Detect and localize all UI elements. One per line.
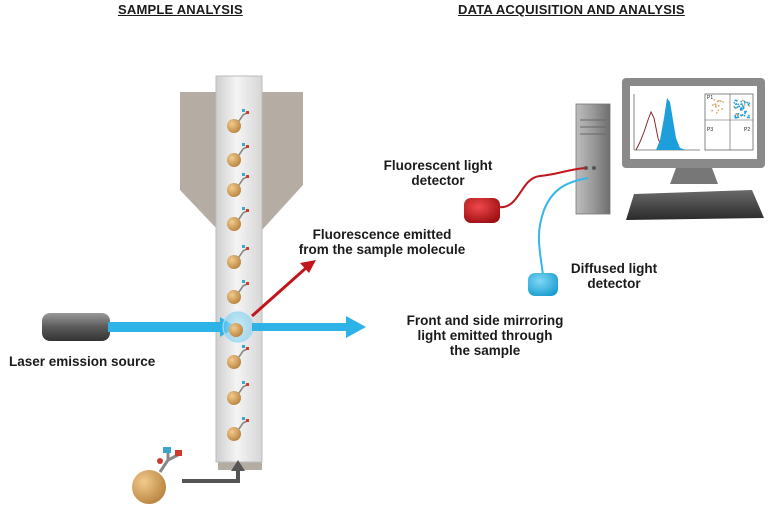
tube-cell (227, 143, 249, 167)
scatter-dot (719, 100, 722, 103)
scatter-dot (717, 109, 720, 112)
scatter-dot (742, 107, 745, 110)
tube-cell (227, 245, 249, 269)
diffused-detector-cable (537, 177, 589, 276)
scatter-dot (735, 116, 738, 119)
tube-cell (227, 280, 249, 304)
computer-monitor (622, 78, 765, 184)
forward-scatter-arrow (252, 316, 366, 338)
histogram-plot (633, 94, 700, 151)
scatter-dot (735, 99, 738, 102)
scatter-dot (736, 114, 739, 116)
diffused-light-detector (528, 273, 558, 296)
scatter-dot (716, 100, 719, 103)
scatter-dot (744, 111, 747, 114)
scatter-dot (744, 101, 747, 104)
fluorescent-light-detector (464, 198, 500, 223)
keyboard (626, 190, 764, 220)
tube-cell (227, 207, 249, 231)
laser-emission-label: Laser emission source (9, 354, 156, 369)
scatter-dot (743, 114, 746, 117)
scatter-dot (740, 103, 743, 106)
scatter-dot (743, 104, 746, 106)
scatter-dot (737, 116, 740, 119)
scatter-dot (741, 99, 744, 102)
scatter-dot (746, 116, 749, 119)
scatter-dot (734, 116, 737, 119)
tube-cell (227, 381, 249, 405)
sample-injection-arrow (182, 470, 240, 483)
plot-label-p2: P2 (744, 127, 751, 133)
plot-label-p1: P1 (707, 95, 714, 101)
scatter-dot (743, 100, 746, 103)
laser-source (42, 313, 110, 341)
dot-plot (704, 93, 754, 151)
scatter-dot (741, 105, 744, 107)
fluorescent-detector-label: Fluorescent light detector (383, 158, 493, 188)
scatter-dot (736, 106, 739, 108)
scatter-dot (713, 99, 716, 101)
cells-in-tube (227, 109, 249, 441)
laser-beam (108, 317, 236, 337)
scatter-dot (737, 103, 740, 106)
scatter-dot (711, 104, 714, 106)
scatter-dot (715, 105, 717, 108)
scatter-dot (714, 104, 717, 106)
scatter-dot (735, 113, 737, 116)
scatter-dot (722, 101, 724, 103)
scatter-dot (733, 101, 736, 104)
sample-cell-with-antibody (132, 447, 182, 504)
scatter-dot (747, 103, 750, 106)
fluorescence-arrow (251, 266, 307, 318)
scatter-dot (711, 109, 714, 112)
tube-cell (227, 173, 249, 197)
scatter-dot (748, 116, 750, 119)
front-side-light-label: Front and side mirroring light emitted t… (406, 313, 564, 358)
scatter-dot (748, 102, 751, 105)
data-acquisition-heading: DATA ACQUISITION AND ANALYSIS (458, 2, 685, 17)
scatter-dot (738, 105, 741, 108)
diffused-detector-label: Diffused light detector (570, 261, 658, 291)
tube-cell (227, 345, 249, 369)
sample-analysis-heading: SAMPLE ANALYSIS (118, 2, 243, 17)
scatter-dot (740, 107, 743, 109)
scatter-dot (747, 114, 750, 117)
plot-label-p3: P3 (707, 127, 714, 133)
scatter-dot (740, 100, 743, 103)
scatter-dot (733, 105, 736, 108)
computer-tower (575, 103, 611, 215)
scatter-dot (746, 101, 749, 104)
fluorescence-emitted-label: Fluorescence emitted from the sample mol… (298, 227, 466, 257)
scatter-dot (741, 114, 744, 116)
fluorescent-detector-cable (497, 167, 586, 209)
tube-cell (227, 417, 249, 441)
scatter-dot (734, 99, 737, 102)
scatter-dot (735, 103, 738, 105)
scatter-dot (715, 112, 718, 114)
tube-cell (227, 109, 249, 133)
flow-tube (215, 75, 263, 463)
scatter-dot (721, 108, 723, 110)
scatter-dot (717, 104, 720, 107)
